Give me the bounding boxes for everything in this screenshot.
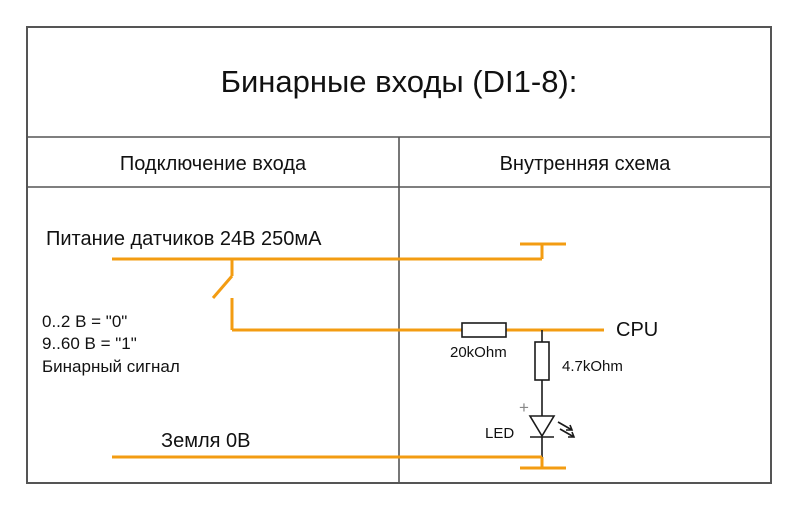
signal-label-low: 0..2 В = "0" — [42, 312, 127, 331]
signal-label-high: 9..60 В = "1" — [42, 334, 137, 353]
switch-lever — [211, 275, 234, 299]
page-title: Бинарные входы (DI1-8): — [221, 64, 578, 99]
resistor-20k — [461, 322, 507, 338]
led-label: LED — [485, 425, 514, 442]
led-plus-label: + — [519, 398, 529, 417]
column-header-internal: Внутренняя схема — [500, 153, 672, 175]
column-header-connection: Подключение входа — [120, 153, 307, 175]
power-label: Питание датчиков 24В 250мА — [46, 228, 322, 250]
ground-label: Земля 0В — [161, 430, 250, 452]
resistor-4-7k-label: 4.7kOhm — [562, 358, 623, 375]
resistor-4-7k — [534, 341, 550, 381]
led-light-arrow-1 — [557, 421, 573, 431]
signal-label-binary: Бинарный сигнал — [42, 357, 180, 376]
resistor-20k-label: 20kOhm — [450, 344, 507, 361]
led-light-arrow-2 — [559, 428, 575, 438]
cpu-label: CPU — [616, 319, 658, 341]
led-diode-icon — [528, 415, 556, 438]
led-light-arrowhead-2 — [568, 431, 576, 438]
led-light-arrowhead-1 — [566, 424, 574, 431]
